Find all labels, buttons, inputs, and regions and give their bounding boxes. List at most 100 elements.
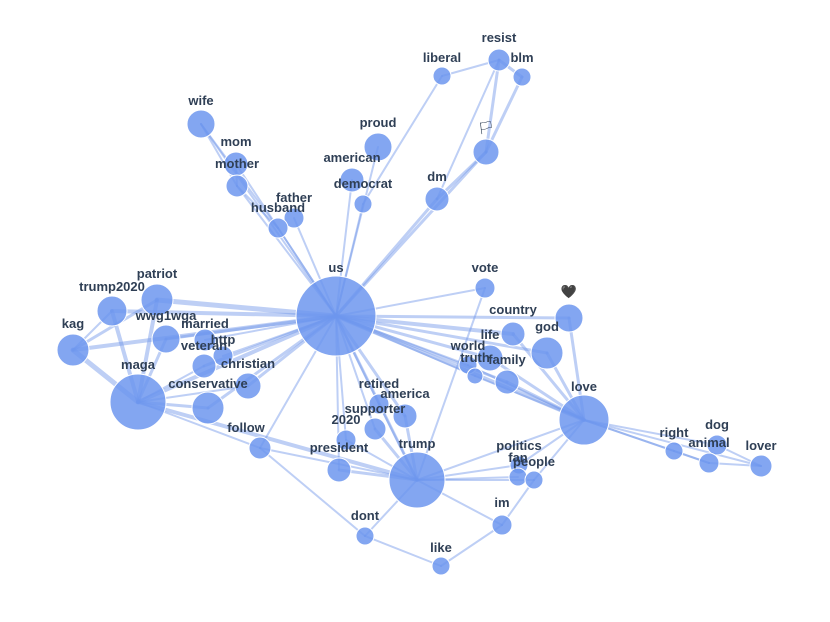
edge-maga-trump: [136, 400, 419, 482]
node-label-mom: mom: [220, 134, 251, 149]
node-animal[interactable]: [698, 452, 720, 474]
node-american[interactable]: [339, 167, 365, 193]
node-dont[interactable]: [355, 526, 375, 546]
node-follow[interactable]: [248, 436, 272, 460]
node-wwg1wga[interactable]: [151, 324, 181, 354]
node-label-patriot: patriot: [137, 266, 178, 281]
node-label-http: http: [211, 332, 236, 347]
edge-trump-love: [416, 419, 585, 481]
node-label-love: love: [571, 379, 597, 394]
node-dog[interactable]: [706, 434, 728, 456]
node-label-fan: fan: [508, 450, 528, 465]
node-married[interactable]: [193, 328, 217, 352]
node-label-trump2020: trump2020: [79, 279, 145, 294]
node-layer: [56, 48, 773, 576]
node-supporter[interactable]: [363, 417, 387, 441]
node-conservative[interactable]: [191, 391, 225, 425]
node-label-family: family: [488, 352, 526, 367]
node-label-like: like: [430, 540, 452, 555]
node-liberal[interactable]: [432, 66, 452, 86]
node-democrat[interactable]: [353, 194, 373, 214]
node-label-us: us: [328, 260, 343, 275]
node-label-truth: truth: [460, 350, 490, 365]
node-label-animal: animal: [688, 435, 729, 450]
node-trump[interactable]: [388, 451, 446, 509]
node-people[interactable]: [524, 470, 544, 490]
node-husband[interactable]: [267, 217, 289, 239]
node-label-wwg1wga: wwg1wga: [135, 308, 197, 323]
node-blm[interactable]: [512, 67, 532, 87]
edge-resist-dm: [436, 59, 500, 200]
node-vote[interactable]: [474, 277, 496, 299]
node-http[interactable]: [212, 345, 234, 367]
node-maga[interactable]: [109, 373, 167, 431]
edge-follow-dont: [259, 447, 366, 537]
node-label-rainbow-icon: 🏳: [478, 120, 495, 136]
node-heart[interactable]: [554, 303, 584, 333]
node-label-retired: retired: [359, 376, 400, 391]
node-patriot[interactable]: [140, 283, 174, 317]
node-label-dog: dog: [705, 417, 729, 432]
node-label-politics: politics: [496, 438, 542, 453]
node-rainbow[interactable]: [472, 138, 500, 166]
node-label-life: life: [481, 327, 500, 342]
node-label-y2020: 2020: [332, 412, 361, 427]
node-label-mother: mother: [215, 156, 259, 171]
node-label-proud: proud: [360, 115, 397, 130]
edge-liberal-democrat: [362, 75, 443, 205]
node-veteran[interactable]: [191, 353, 217, 379]
node-label-veteran: veteran: [181, 338, 227, 353]
node-im[interactable]: [491, 514, 513, 536]
edge-like-im: [440, 524, 503, 567]
node-resist[interactable]: [487, 48, 511, 72]
label-layer: ustrumpmagalovekagtrump2020patriotwwg1wg…: [62, 30, 777, 555]
node-label-kag: kag: [62, 316, 84, 331]
node-label-follow: follow: [227, 420, 265, 435]
node-proud[interactable]: [363, 132, 393, 162]
node-label-dont: dont: [351, 508, 380, 523]
node-fan[interactable]: [508, 467, 528, 487]
node-right[interactable]: [664, 441, 684, 461]
node-label-christian: christian: [221, 356, 275, 371]
node-life[interactable]: [476, 344, 504, 372]
node-label-god: god: [535, 319, 559, 334]
node-father[interactable]: [283, 207, 305, 229]
node-label-husband: husband: [251, 200, 305, 215]
node-label-dm: dm: [427, 169, 447, 184]
node-america[interactable]: [392, 403, 418, 429]
node-label-democrat: democrat: [334, 176, 393, 191]
node-label-right: right: [660, 425, 690, 440]
node-label-liberal: liberal: [423, 50, 461, 65]
node-label-president: president: [310, 440, 369, 455]
node-kag[interactable]: [56, 333, 90, 367]
node-mother[interactable]: [225, 174, 249, 198]
node-president[interactable]: [326, 457, 352, 483]
node-label-world: world: [450, 338, 486, 353]
node-trump2020[interactable]: [96, 295, 128, 327]
node-label-heart-icon: 🖤: [561, 284, 578, 300]
node-label-lover: lover: [745, 438, 776, 453]
node-y2020[interactable]: [335, 429, 357, 451]
node-label-conservative: conservative: [168, 376, 248, 391]
edge-rainbow-blm: [484, 75, 524, 154]
node-truth[interactable]: [466, 367, 484, 385]
node-country[interactable]: [500, 321, 526, 347]
node-lover[interactable]: [749, 454, 773, 478]
node-like[interactable]: [431, 556, 451, 576]
node-label-vote: vote: [472, 260, 499, 275]
node-family[interactable]: [494, 369, 520, 395]
edge-trump-vote: [416, 287, 486, 481]
node-christian[interactable]: [234, 372, 262, 400]
node-retired[interactable]: [368, 393, 390, 415]
node-label-people: people: [513, 454, 555, 469]
node-us[interactable]: [295, 275, 377, 357]
edge-dont-like: [364, 535, 442, 567]
node-love[interactable]: [558, 394, 610, 446]
node-label-married: married: [181, 316, 229, 331]
node-dm[interactable]: [424, 186, 450, 212]
node-label-blm: blm: [510, 50, 533, 65]
node-god[interactable]: [530, 336, 564, 370]
node-label-america: america: [380, 386, 430, 401]
node-wife[interactable]: [186, 109, 216, 139]
